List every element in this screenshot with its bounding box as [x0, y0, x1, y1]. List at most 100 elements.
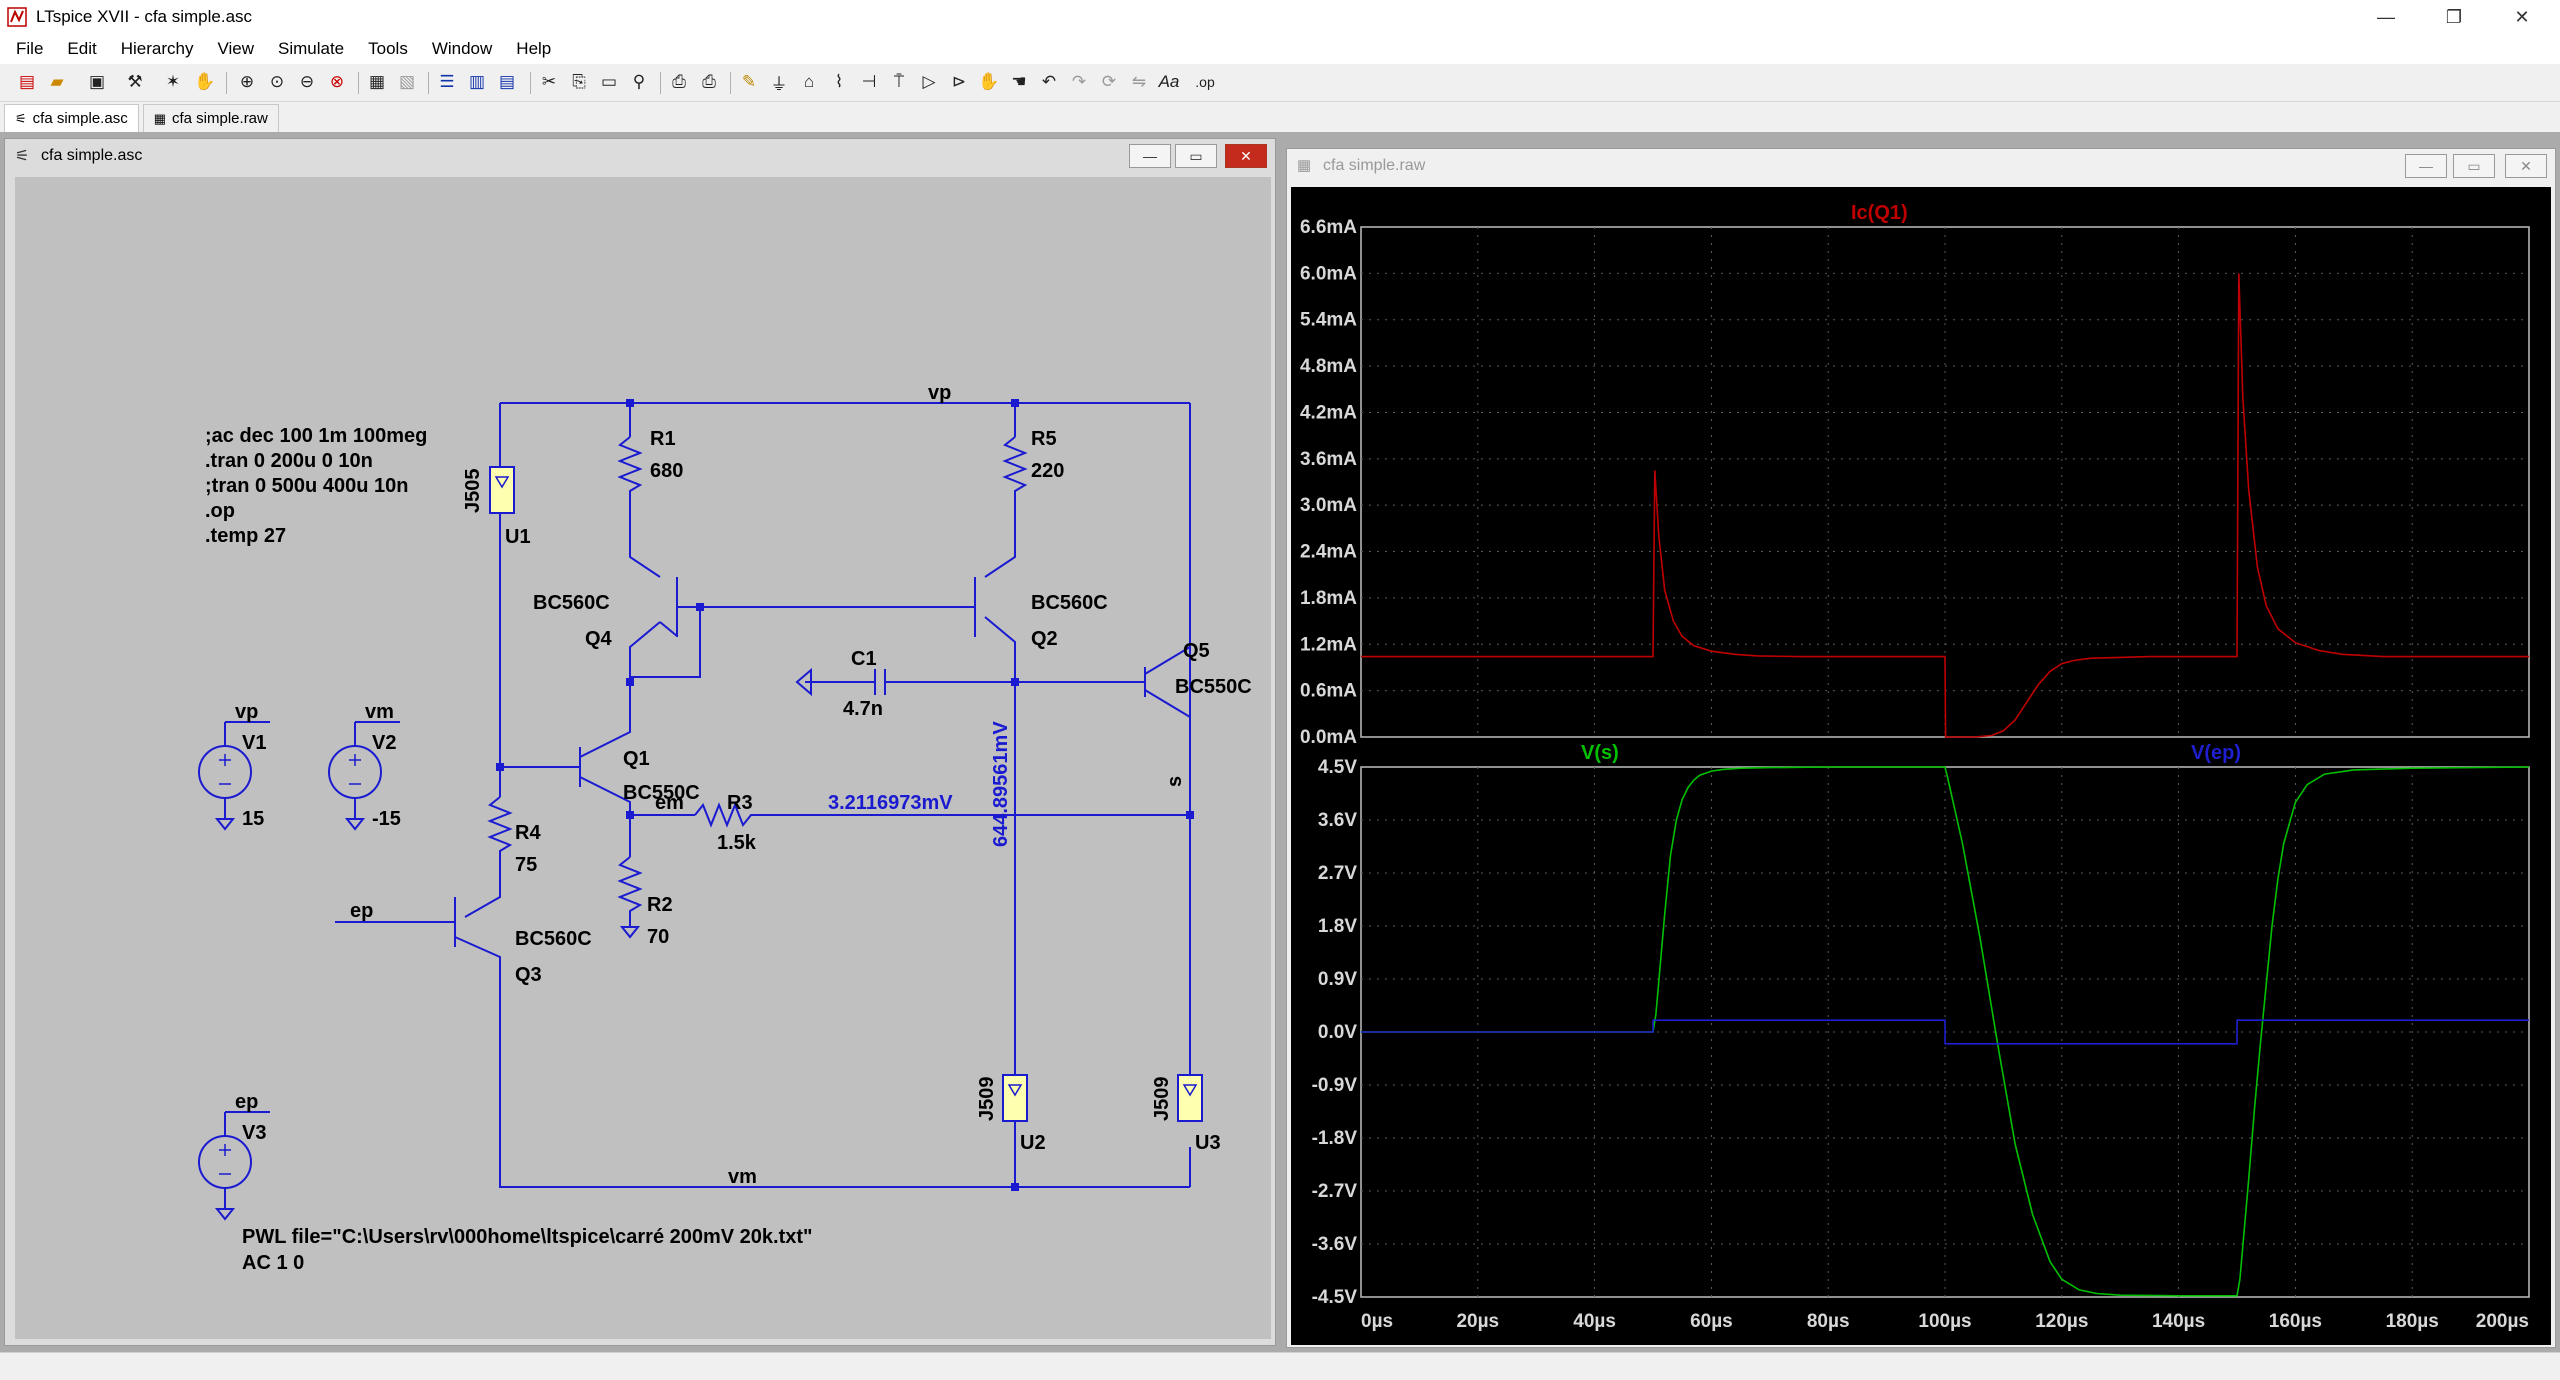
- v1-value[interactable]: 15: [242, 808, 264, 830]
- menu-edit[interactable]: Edit: [67, 39, 97, 58]
- tile-vertical-icon[interactable]: ▥: [468, 72, 486, 91]
- schematic-close-button[interactable]: ✕: [1225, 144, 1267, 168]
- r2-value[interactable]: 70: [647, 926, 669, 948]
- zoom-out-icon[interactable]: ⊖: [299, 72, 315, 91]
- directive-line[interactable]: .tran 0 200u 0 10n: [205, 450, 373, 472]
- menu-hierarchy[interactable]: Hierarchy: [120, 39, 194, 58]
- directive-line[interactable]: ;tran 0 500u 400u 10n: [205, 475, 408, 497]
- pan-icon[interactable]: ⊙: [269, 72, 285, 91]
- menu-window[interactable]: Window: [431, 39, 493, 58]
- redo-icon[interactable]: ↷: [1071, 72, 1087, 91]
- q2-model[interactable]: BC560C: [1031, 592, 1108, 614]
- halt-icon[interactable]: ✋: [194, 72, 216, 91]
- net-label-s[interactable]: s: [1164, 776, 1186, 787]
- print-setup-icon[interactable]: ⎙: [702, 72, 716, 91]
- pane-ic-q1[interactable]: 6.6mA6.0mA5.4mA4.8mA4.2mA3.6mA3.0mA2.4mA…: [1300, 202, 2530, 748]
- directive-line[interactable]: ;ac dec 100 1m 100meg: [205, 425, 427, 447]
- schematic-maximize-button[interactable]: ▭: [1175, 144, 1217, 168]
- c1-value[interactable]: 4.7n: [843, 698, 883, 720]
- v2-net-label[interactable]: vm: [365, 701, 394, 723]
- schematic-window-titlebar[interactable]: ⚟ cfa simple.asc: [5, 139, 1275, 173]
- new-schematic-icon[interactable]: ▤: [18, 72, 36, 91]
- control-panel-icon[interactable]: ⚒: [127, 72, 143, 91]
- r3-value[interactable]: 1.5k: [717, 832, 757, 854]
- rotate-icon[interactable]: ⟳: [1101, 72, 1117, 91]
- menu-tools[interactable]: Tools: [368, 39, 408, 58]
- mirror-icon[interactable]: ⇋: [1131, 72, 1147, 91]
- v3-value[interactable]: PWL file="C:\Users\rv\000home\ltspice\ca…: [242, 1226, 813, 1248]
- v1-net-label[interactable]: vp: [235, 701, 258, 723]
- directive-line[interactable]: .op: [205, 500, 235, 522]
- waveform-close-button[interactable]: ✕: [2505, 154, 2547, 178]
- wire-pencil-icon[interactable]: ✎: [741, 72, 757, 91]
- resistor-icon[interactable]: ⌇: [834, 72, 844, 91]
- q1-model[interactable]: BC550C: [623, 782, 700, 804]
- paste-icon[interactable]: ▭: [600, 72, 618, 91]
- print-icon[interactable]: ⎙: [672, 72, 686, 91]
- u3-model[interactable]: J509: [1151, 1077, 1173, 1122]
- open-folder-icon[interactable]: ▰: [50, 72, 64, 91]
- waveform-minimize-button[interactable]: —: [2405, 154, 2447, 178]
- v3-net-label[interactable]: ep: [235, 1091, 258, 1113]
- r5-value[interactable]: 220: [1031, 460, 1064, 482]
- find-icon[interactable]: ⚲: [632, 72, 646, 91]
- r1-value[interactable]: 680: [650, 460, 683, 482]
- net-label-vm[interactable]: vm: [728, 1166, 757, 1188]
- move-hand-icon[interactable]: ✋: [978, 72, 1000, 91]
- trace-label-v-ep-[interactable]: V(ep): [2191, 742, 2241, 764]
- zoom-in-icon[interactable]: ⊕: [239, 72, 255, 91]
- q4-model[interactable]: BC560C: [533, 592, 610, 614]
- trace-label-v-s-[interactable]: V(s): [1581, 742, 1619, 764]
- ground-icon[interactable]: ⏚: [770, 74, 788, 94]
- tab-schematic[interactable]: ⚟ cfa simple.asc: [4, 104, 139, 132]
- schematic-canvas[interactable]: ;ac dec 100 1m 100meg .tran 0 200u 0 10n…: [15, 177, 1271, 1339]
- spice-directive-icon[interactable]: .op: [1195, 74, 1215, 90]
- zoom-fit-icon[interactable]: ⊗: [329, 72, 345, 91]
- minimize-window-button[interactable]: —: [2377, 6, 2395, 27]
- v3-name: V3: [242, 1122, 266, 1144]
- net-label-em[interactable]: em: [655, 792, 684, 814]
- inductor-icon[interactable]: ⍑: [893, 72, 905, 91]
- save-icon[interactable]: ▣: [88, 72, 106, 91]
- waveform-maximize-button[interactable]: ▭: [2453, 154, 2495, 178]
- r4-value[interactable]: 75: [515, 854, 537, 876]
- waveform-window-titlebar[interactable]: ▦ cfa simple.raw: [1287, 149, 2555, 183]
- menu-simulate[interactable]: Simulate: [278, 39, 345, 58]
- component-icon[interactable]: ⊳: [951, 72, 967, 91]
- u2-model[interactable]: J509: [976, 1077, 998, 1122]
- v3-ac-value[interactable]: AC 1 0: [242, 1252, 304, 1274]
- series-line-ic-q1-[interactable]: [1361, 273, 2529, 738]
- label-net-icon[interactable]: ⌂: [803, 72, 815, 91]
- directive-line[interactable]: .temp 27: [205, 525, 286, 547]
- cut-icon[interactable]: ✂: [541, 72, 557, 91]
- schematic-minimize-button[interactable]: —: [1129, 144, 1171, 168]
- capacitor-icon[interactable]: ⊣: [861, 72, 877, 91]
- autorange-icon[interactable]: ▦: [368, 72, 386, 91]
- run-icon[interactable]: ✶: [165, 72, 181, 91]
- tab-waveform[interactable]: ▦ cfa simple.raw: [142, 104, 279, 132]
- q3-model[interactable]: BC560C: [515, 928, 592, 950]
- q5-model[interactable]: BC550C: [1175, 676, 1252, 698]
- net-label-vp[interactable]: vp: [928, 382, 951, 404]
- net-label-ep[interactable]: ep: [350, 900, 373, 922]
- series-line-v-ep-[interactable]: [1361, 1019, 2529, 1045]
- v2-value[interactable]: -15: [372, 808, 401, 830]
- close-window-button[interactable]: ✕: [2514, 6, 2530, 27]
- copy-icon[interactable]: ⎘: [572, 72, 586, 91]
- undo-icon[interactable]: ↶: [1041, 72, 1057, 91]
- u1-model[interactable]: J505: [462, 469, 484, 514]
- pane-voltages[interactable]: 4.5V3.6V2.7V1.8V0.9V0.0V-0.9V-1.8V-2.7V-…: [1312, 742, 2530, 1332]
- diode-icon[interactable]: ▷: [922, 72, 936, 91]
- tile-horizontal-icon[interactable]: ☰: [439, 72, 455, 91]
- menu-file[interactable]: File: [16, 39, 44, 58]
- series-line-v-s-[interactable]: [1361, 766, 2530, 1297]
- menu-help[interactable]: Help: [516, 39, 552, 58]
- text-icon[interactable]: Aa: [1158, 72, 1180, 91]
- drag-hand-icon[interactable]: ☚: [1011, 72, 1027, 91]
- menu-view[interactable]: View: [217, 39, 254, 58]
- trace-label-ic-q1-[interactable]: Ic(Q1): [1851, 202, 1908, 224]
- cascade-icon[interactable]: ▤: [498, 72, 516, 91]
- fft-icon[interactable]: ▧: [398, 72, 416, 91]
- restore-window-button[interactable]: ❐: [2445, 6, 2463, 27]
